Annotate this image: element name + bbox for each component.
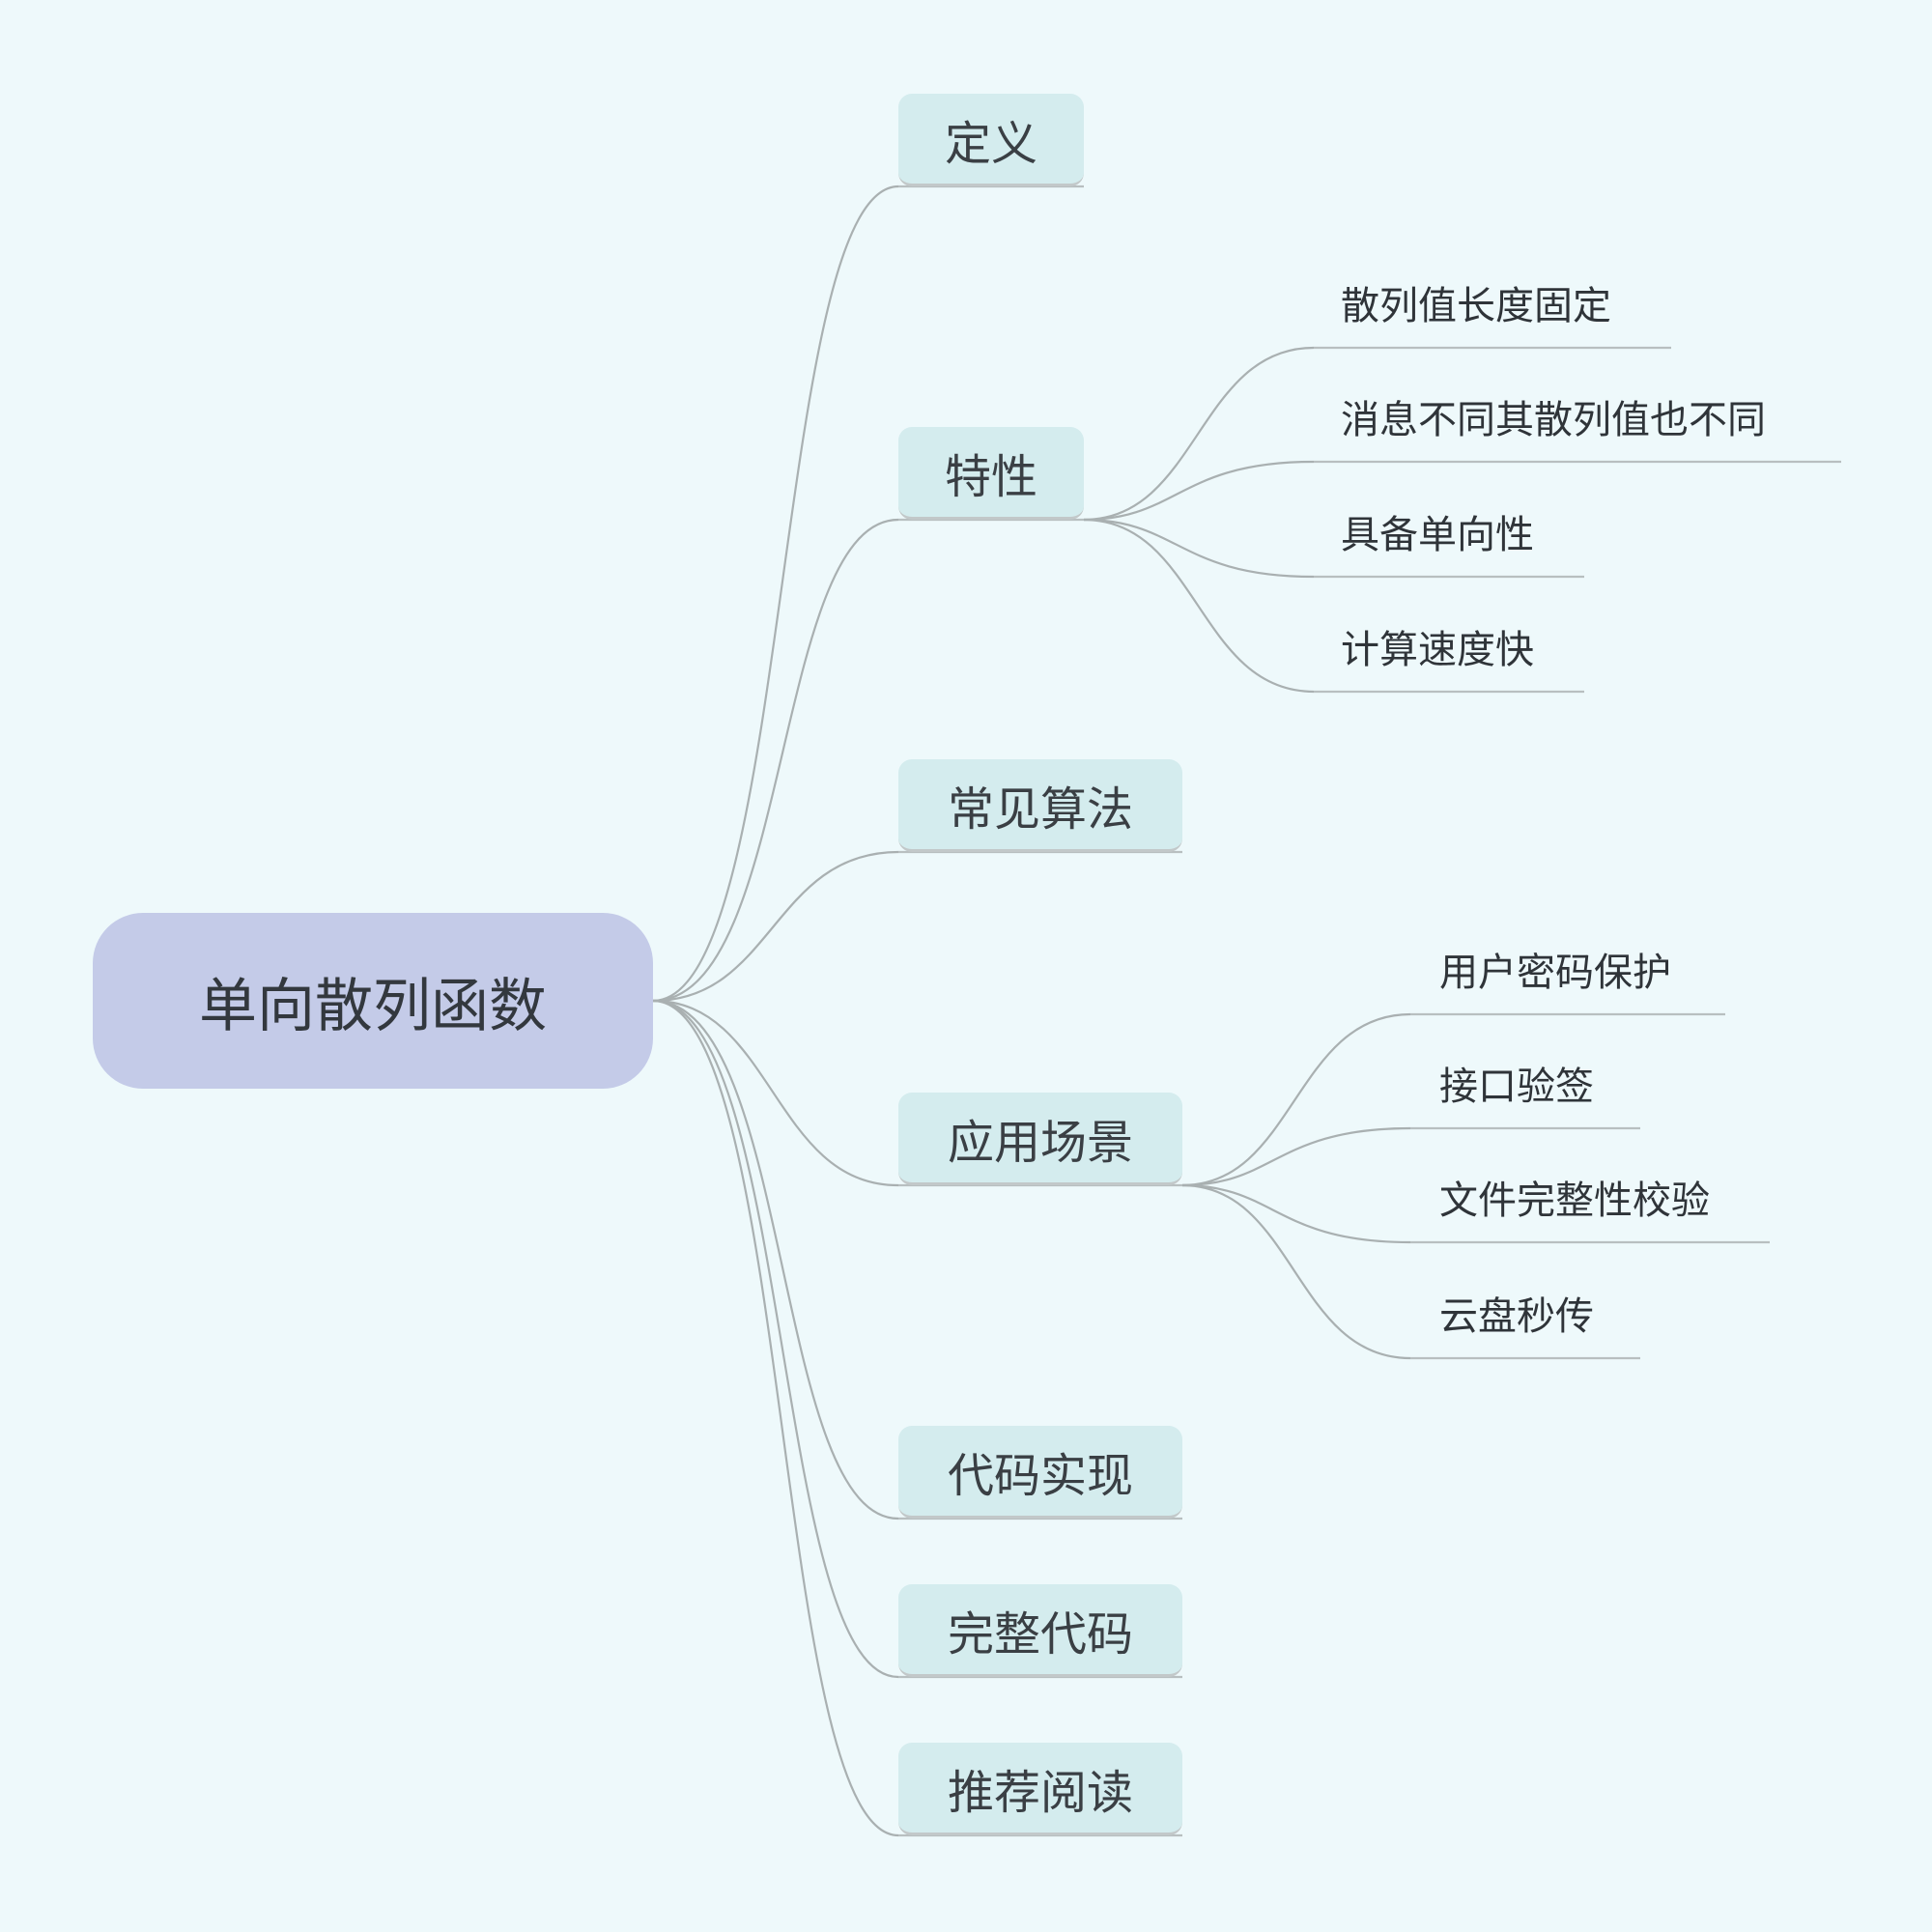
connector-scenarios-leaf-1: [1181, 1012, 1411, 1187]
leaf-properties-4[interactable]: 计算速度快: [1341, 628, 1534, 672]
connector-root-definition: [652, 185, 899, 1003]
root-node[interactable]: 单向散列函数: [93, 913, 653, 1089]
leaf-scenarios-3[interactable]: 文件完整性校验: [1439, 1179, 1710, 1223]
leaf-scenarios-1[interactable]: 用户密码保护: [1439, 951, 1671, 995]
branch-definition[interactable]: 定义: [898, 94, 1084, 186]
branch-properties[interactable]: 特性: [898, 427, 1084, 520]
branch-full-code[interactable]: 完整代码: [898, 1584, 1182, 1677]
leaf-scenarios-4[interactable]: 云盘秒传: [1439, 1294, 1594, 1339]
connector-properties-leaf-2: [1083, 460, 1315, 522]
connector-root-full-code: [652, 999, 899, 1679]
connector-properties-leaf-3: [1083, 518, 1315, 579]
connector-scenarios-leaf-2: [1181, 1126, 1411, 1187]
connector-scenarios-leaf-3: [1181, 1183, 1411, 1244]
leaf-properties-2[interactable]: 消息不同其散列值也不同: [1341, 398, 1766, 442]
connector-root-reading: [652, 999, 899, 1837]
branch-implementation[interactable]: 代码实现: [898, 1426, 1182, 1519]
connector-properties-leaf-1: [1083, 346, 1315, 522]
connector-properties-leaf-4: [1083, 518, 1315, 694]
connector-root-implementation: [652, 999, 899, 1520]
connector-root-algorithms: [652, 850, 899, 1003]
connector-root-scenarios: [652, 999, 899, 1187]
connector-root-properties: [652, 518, 899, 1003]
branch-algorithms[interactable]: 常见算法: [898, 759, 1182, 852]
connector-scenarios-leaf-4: [1181, 1183, 1411, 1360]
branch-scenarios[interactable]: 应用场景: [898, 1093, 1182, 1185]
leaf-properties-1[interactable]: 散列值长度固定: [1341, 284, 1611, 328]
leaf-scenarios-2[interactable]: 接口验签: [1439, 1065, 1594, 1109]
leaf-properties-3[interactable]: 具备单向性: [1341, 513, 1534, 557]
branch-reading[interactable]: 推荐阅读: [898, 1743, 1182, 1835]
